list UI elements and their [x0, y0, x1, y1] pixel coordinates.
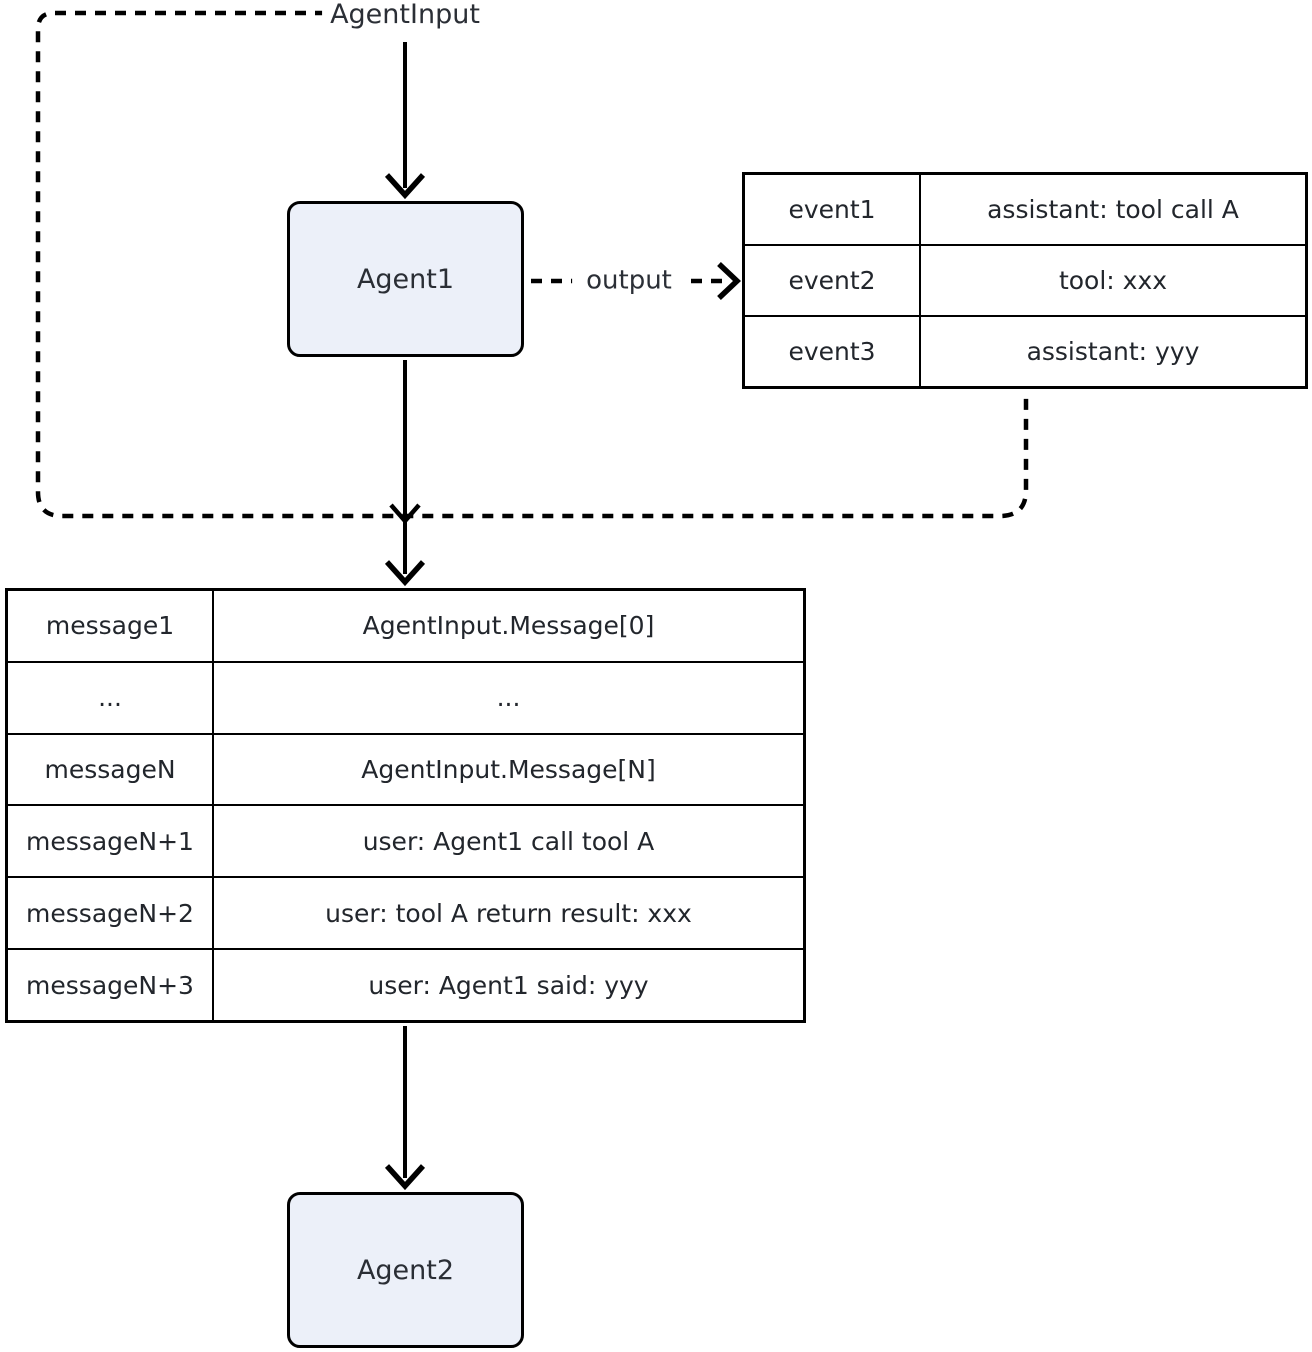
- message-table: message1 AgentInput.Message[0] ... ... m…: [5, 588, 806, 1023]
- output-arrowhead: [717, 262, 742, 300]
- event-value-cell: tool: xxx: [1058, 266, 1168, 295]
- agentinput-label: AgentInput: [322, 0, 488, 30]
- event-table-row: event2 tool: xxx: [745, 244, 1305, 315]
- message-table-row: messageN AgentInput.Message[N]: [8, 732, 803, 805]
- event-table-row: event1 assistant: tool call A: [745, 175, 1305, 244]
- event-key-cell: event3: [745, 317, 921, 386]
- agent1-node-label: Agent1: [356, 263, 455, 295]
- feedback-loop-dashed-line: [35, 10, 1029, 519]
- message-value-cell: user: Agent1 said: yyy: [368, 970, 649, 1000]
- agent1-node: Agent1: [287, 201, 524, 357]
- message-value-cell: user: Agent1 call tool A: [362, 826, 655, 856]
- event-value-cell: assistant: tool call A: [987, 195, 1239, 224]
- message-table-row: message1 AgentInput.Message[0]: [8, 591, 803, 661]
- messages-to-agent2-arrowhead: [384, 1164, 426, 1191]
- message-value-cell: AgentInput.Message[N]: [361, 755, 656, 785]
- event-table-row: event3 assistant: yyy: [745, 315, 1305, 386]
- event-key-cell: event2: [745, 246, 921, 315]
- agent2-node-label: Agent2: [356, 1254, 455, 1286]
- message-table-row: ... ...: [8, 660, 803, 733]
- message-key-cell: messageN+2: [8, 878, 214, 949]
- message-table-row: messageN+1 user: Agent1 call tool A: [8, 804, 803, 877]
- message-table-row: messageN+3 user: Agent1 said: yyy: [8, 948, 803, 1020]
- message-key-cell: messageN+3: [8, 950, 214, 1020]
- message-value-cell: AgentInput.Message[0]: [362, 611, 655, 641]
- agent1-to-messages-arrowhead: [384, 560, 426, 587]
- message-value-cell: user: tool A return result: xxx: [325, 898, 692, 928]
- message-key-cell: ...: [8, 662, 214, 733]
- agentinput-to-agent1-arrowhead: [384, 173, 426, 200]
- output-edge-label: output: [572, 267, 686, 296]
- event-value-cell: assistant: yyy: [1026, 337, 1200, 366]
- message-value-cell: ...: [496, 683, 521, 713]
- message-key-cell: messageN+1: [8, 806, 214, 877]
- message-key-cell: messageN: [8, 734, 214, 805]
- event-key-cell: event1: [745, 175, 921, 244]
- message-key-cell: message1: [8, 591, 214, 661]
- event-table: event1 assistant: tool call A event2 too…: [742, 172, 1308, 389]
- agent2-node: Agent2: [287, 1192, 524, 1348]
- message-table-row: messageN+2 user: tool A return result: x…: [8, 876, 803, 949]
